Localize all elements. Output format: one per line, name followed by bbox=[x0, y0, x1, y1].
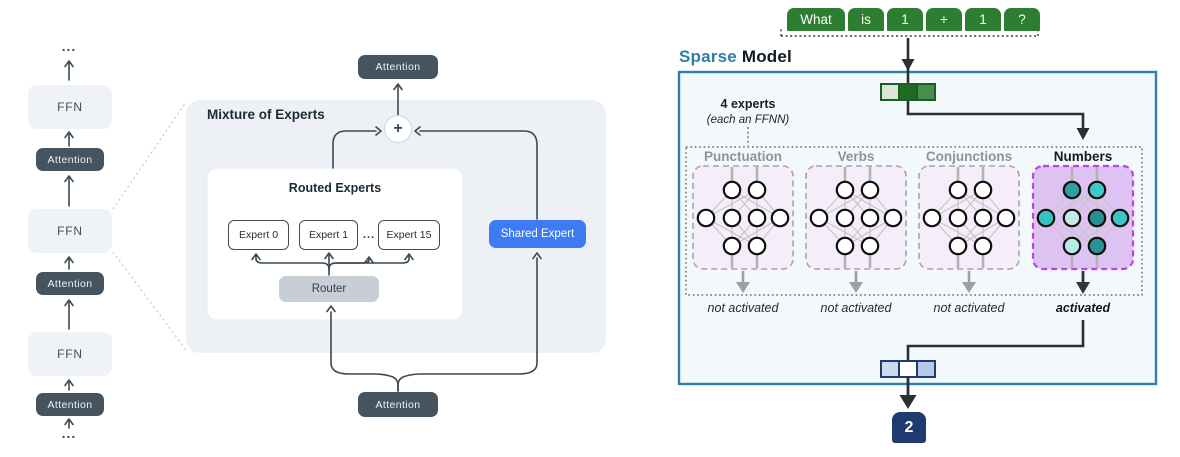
moe-attention-bottom: Attention bbox=[358, 392, 438, 417]
output-cell bbox=[918, 362, 934, 376]
attention-block-2: Attention bbox=[36, 272, 104, 295]
ffnn-node bbox=[1062, 208, 1082, 228]
expert-name-punctuation: Punctuation bbox=[704, 149, 782, 164]
experts-dotted-outline bbox=[685, 146, 1143, 296]
ffnn-node bbox=[1087, 236, 1107, 256]
ffnn-node bbox=[948, 236, 968, 256]
attention-block-3: Attention bbox=[36, 393, 104, 416]
sparse-model-title: Sparse Model bbox=[679, 47, 792, 67]
ffnn-node bbox=[973, 180, 993, 200]
expert-network-verbs bbox=[805, 165, 907, 270]
ffnn-node bbox=[747, 208, 767, 228]
output-cell bbox=[882, 362, 898, 376]
ffnn-node bbox=[948, 180, 968, 200]
input-token: + bbox=[926, 8, 962, 31]
stack-ellipsis-top: ... bbox=[61, 38, 77, 54]
expert-status-numbers: activated bbox=[1055, 301, 1111, 315]
ffn-block-2: FFN bbox=[28, 209, 112, 253]
moe-attention-top: Attention bbox=[358, 55, 438, 79]
ffn-block-1: FFN bbox=[28, 85, 112, 129]
expert-network-punctuation bbox=[692, 165, 794, 270]
expert-chip-1: Expert 1 bbox=[299, 220, 358, 250]
ffnn-node bbox=[1062, 180, 1082, 200]
embedding-cell bbox=[918, 85, 934, 99]
expert-chip-15: Expert 15 bbox=[378, 220, 440, 250]
ffnn-node bbox=[1036, 208, 1056, 228]
input-token: is bbox=[848, 8, 884, 31]
stack-ellipsis-bottom: ... bbox=[61, 425, 77, 441]
ffnn-node bbox=[722, 208, 742, 228]
expert-name-verbs: Verbs bbox=[837, 149, 875, 164]
ffnn-node bbox=[835, 236, 855, 256]
output-token: 2 bbox=[892, 412, 926, 443]
ffnn-node bbox=[883, 208, 903, 228]
expert-status-verbs: not activated bbox=[820, 301, 892, 315]
attention-block-1: Attention bbox=[36, 148, 104, 171]
ffnn-node bbox=[696, 208, 716, 228]
zoom-connector-lines bbox=[112, 101, 187, 351]
ffnn-node bbox=[1087, 208, 1107, 228]
experts-note-line2: (each an FFNN) bbox=[706, 113, 790, 126]
expert-name-numbers: Numbers bbox=[1053, 149, 1113, 164]
expert-status-punctuation: not activated bbox=[707, 301, 779, 315]
input-token: 1 bbox=[887, 8, 923, 31]
expert-chip-0: Expert 0 bbox=[228, 220, 289, 250]
ffnn-node bbox=[1110, 208, 1130, 228]
ffnn-node bbox=[973, 208, 993, 228]
ffnn-node bbox=[860, 208, 880, 228]
ffnn-node bbox=[973, 236, 993, 256]
input-token: ? bbox=[1004, 8, 1040, 31]
ffnn-node bbox=[1062, 236, 1082, 256]
ffn-block-3: FFN bbox=[28, 332, 112, 376]
ffnn-node bbox=[747, 180, 767, 200]
ffnn-node bbox=[835, 208, 855, 228]
shared-expert-block: Shared Expert bbox=[489, 220, 586, 248]
expert-network-conjunctions bbox=[918, 165, 1020, 270]
expert-networks bbox=[692, 164, 1135, 271]
embedding-vector bbox=[880, 83, 936, 101]
embedding-cell bbox=[900, 85, 916, 99]
expert-chip-ellipsis: ... bbox=[362, 229, 376, 241]
moe-title: Mixture of Experts bbox=[207, 107, 325, 122]
ffnn-node bbox=[948, 208, 968, 228]
experts-note-line1: 4 experts bbox=[720, 97, 776, 111]
experts-note: 4 experts (each an FFNN) bbox=[688, 97, 808, 127]
routed-experts-title: Routed Experts bbox=[288, 181, 382, 195]
ffnn-node bbox=[860, 236, 880, 256]
output-cell bbox=[900, 362, 916, 376]
ffnn-node bbox=[809, 208, 829, 228]
input-token: 1 bbox=[965, 8, 1001, 31]
ffnn-node bbox=[770, 208, 790, 228]
ffnn-node bbox=[835, 180, 855, 200]
router-block: Router bbox=[279, 276, 379, 302]
title-accent: Sparse bbox=[679, 47, 737, 66]
expert-name-conjunctions: Conjunctions bbox=[925, 149, 1013, 164]
expert-network-numbers bbox=[1031, 164, 1135, 271]
embedding-cell bbox=[882, 85, 898, 99]
ffnn-node bbox=[722, 180, 742, 200]
ffnn-node bbox=[747, 236, 767, 256]
input-token: What bbox=[787, 8, 845, 31]
ffnn-node bbox=[860, 180, 880, 200]
title-rest: Model bbox=[741, 47, 792, 66]
expert-down-arrows bbox=[736, 271, 1090, 294]
sum-node: + bbox=[384, 115, 412, 143]
output-vector bbox=[880, 360, 936, 378]
ffnn-node bbox=[1087, 180, 1107, 200]
ffnn-node bbox=[996, 208, 1016, 228]
ffnn-node bbox=[722, 236, 742, 256]
ffnn-node bbox=[922, 208, 942, 228]
expert-status-conjunctions: not activated bbox=[933, 301, 1005, 315]
input-token-row: What is 1 + 1 ? bbox=[787, 8, 1040, 31]
